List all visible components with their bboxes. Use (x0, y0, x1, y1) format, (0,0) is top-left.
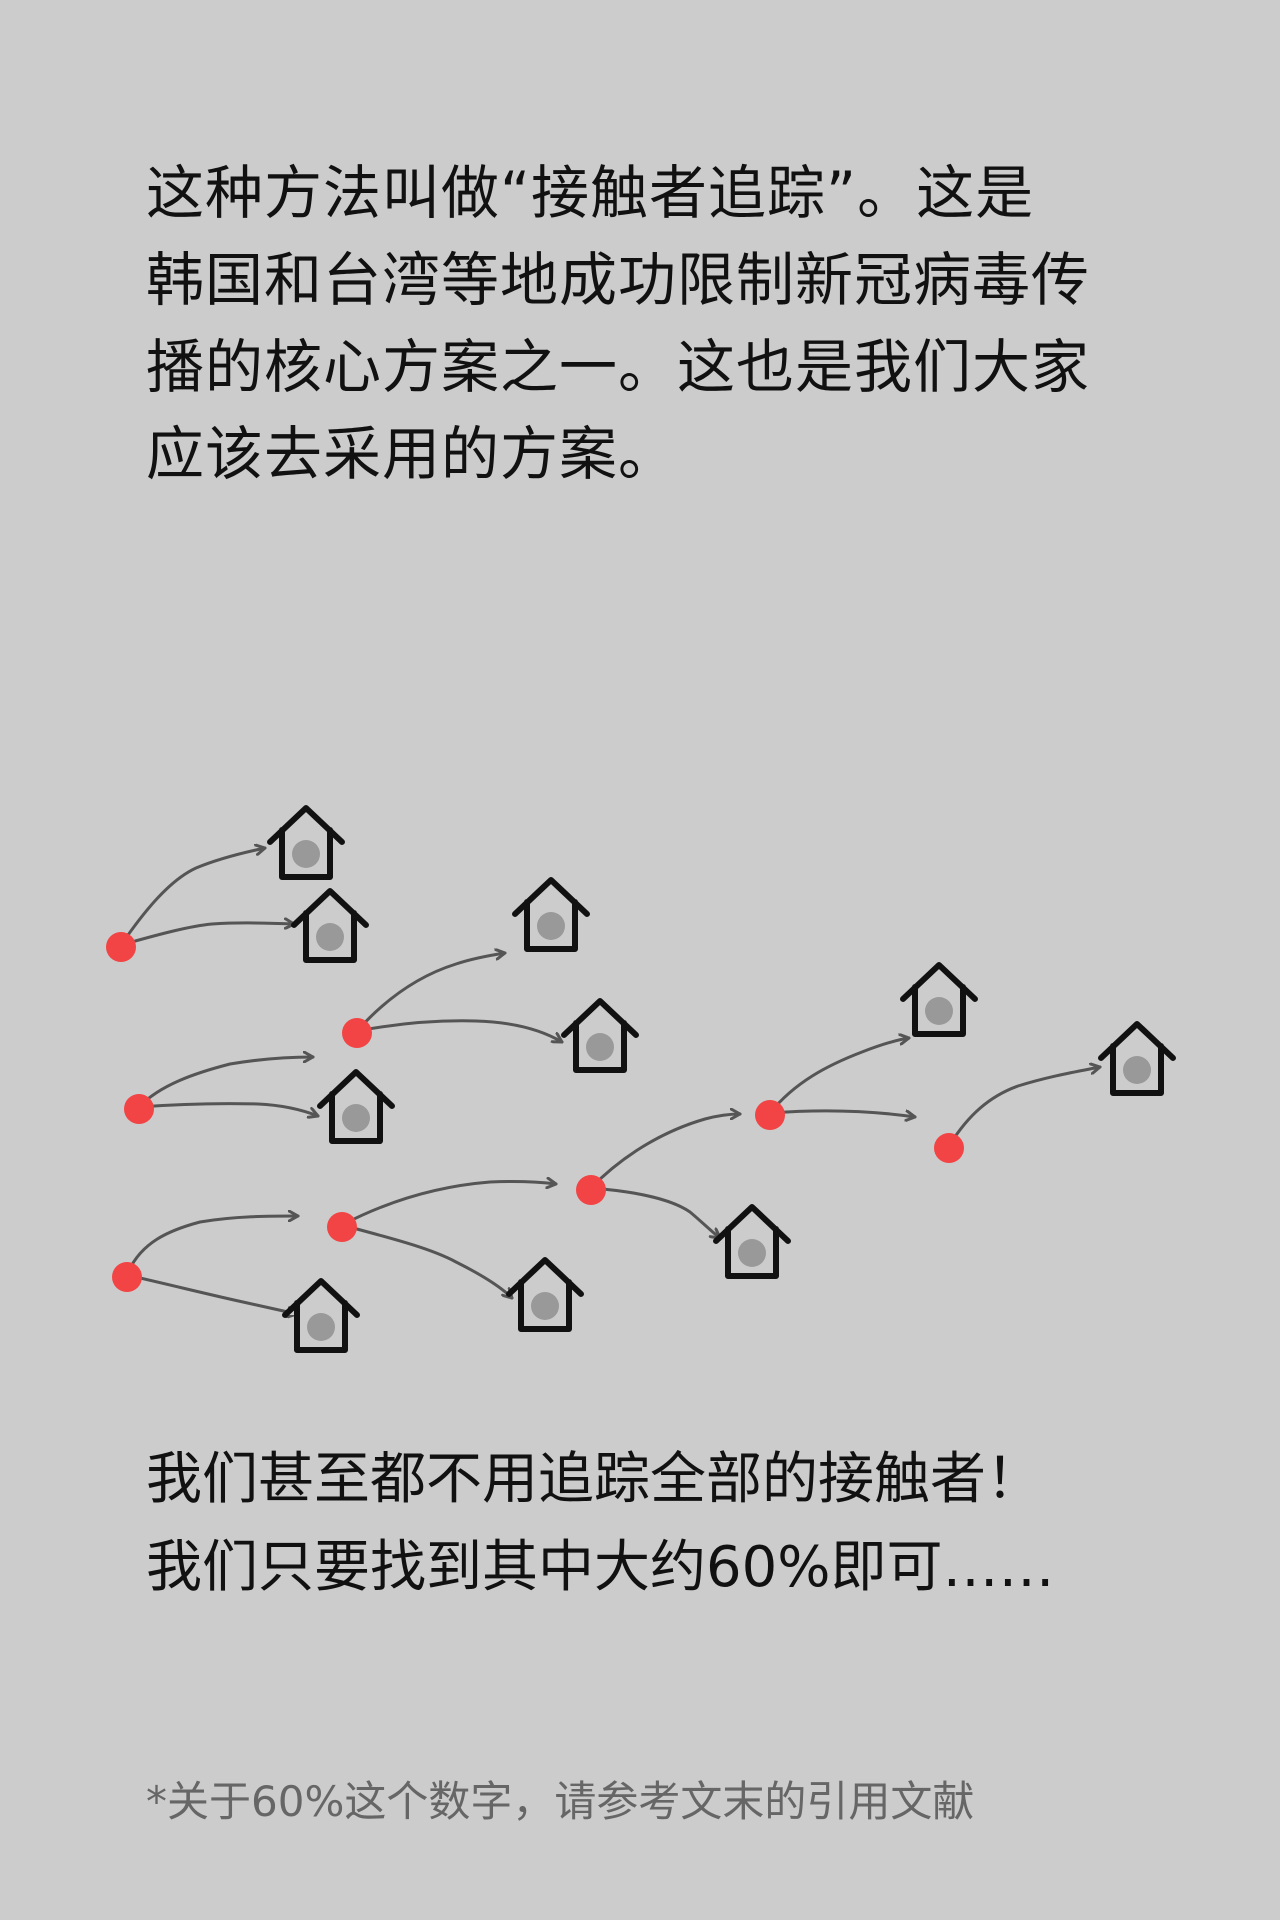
red-dot (112, 1262, 142, 1292)
arrows-group (119, 848, 1102, 1314)
arrow (355, 1019, 564, 1044)
footnote: *关于60%这个数字，请参考文末的引用文献 (146, 1777, 975, 1826)
red-dot (124, 1094, 154, 1124)
intro-paragraph: 这种方法叫做“接触者追踪”。这是 韩国和台湾等地成功限制新冠病毒传 播的核心方案… (146, 150, 1156, 498)
arrow (340, 1182, 558, 1227)
arrow (137, 1057, 315, 1109)
house-icon (294, 891, 366, 960)
intro-line: 播的核心方案之一。这也是我们大家 (146, 333, 1091, 401)
arrow (137, 1102, 320, 1116)
house-icon (564, 1001, 636, 1070)
house-icon (320, 1072, 392, 1141)
house-icon (903, 965, 975, 1034)
arrow (589, 1114, 742, 1190)
red-dot (327, 1212, 357, 1242)
arrow (947, 1067, 1102, 1148)
red-dot (342, 1018, 372, 1048)
contact-tracing-diagram (106, 780, 1280, 1400)
intro-line: 应该去采用的方案。 (146, 420, 678, 488)
arrow (589, 1186, 722, 1240)
house-icon (716, 1207, 788, 1276)
house-icon (285, 1281, 357, 1350)
house-icon (515, 880, 587, 949)
house-icon (1101, 1024, 1173, 1093)
infected-dots-group (106, 932, 964, 1292)
main-note-line: 我们甚至都不用追踪全部的接触者！ (146, 1447, 1042, 1512)
arrow (768, 1038, 911, 1115)
arrow (125, 1273, 299, 1314)
red-dot (106, 932, 136, 962)
arrow (355, 953, 507, 1033)
arrow (340, 1223, 514, 1300)
arrow (768, 1109, 917, 1117)
arrow (125, 1216, 300, 1277)
red-dot (755, 1100, 785, 1130)
house-icon (509, 1260, 581, 1329)
arrow (119, 848, 267, 947)
arrow (119, 923, 296, 947)
intro-line: 韩国和台湾等地成功限制新冠病毒传 (146, 246, 1091, 314)
main-note-line: 我们只要找到其中大约60%即可…… (146, 1535, 1055, 1600)
red-dot (934, 1133, 964, 1163)
red-dot (576, 1175, 606, 1205)
intro-line: 这种方法叫做“接触者追踪”。这是 (146, 159, 1035, 227)
main-note: 我们甚至都不用追踪全部的接触者！ 我们只要找到其中大约60%即可…… (146, 1436, 1156, 1612)
house-icon (270, 808, 342, 877)
